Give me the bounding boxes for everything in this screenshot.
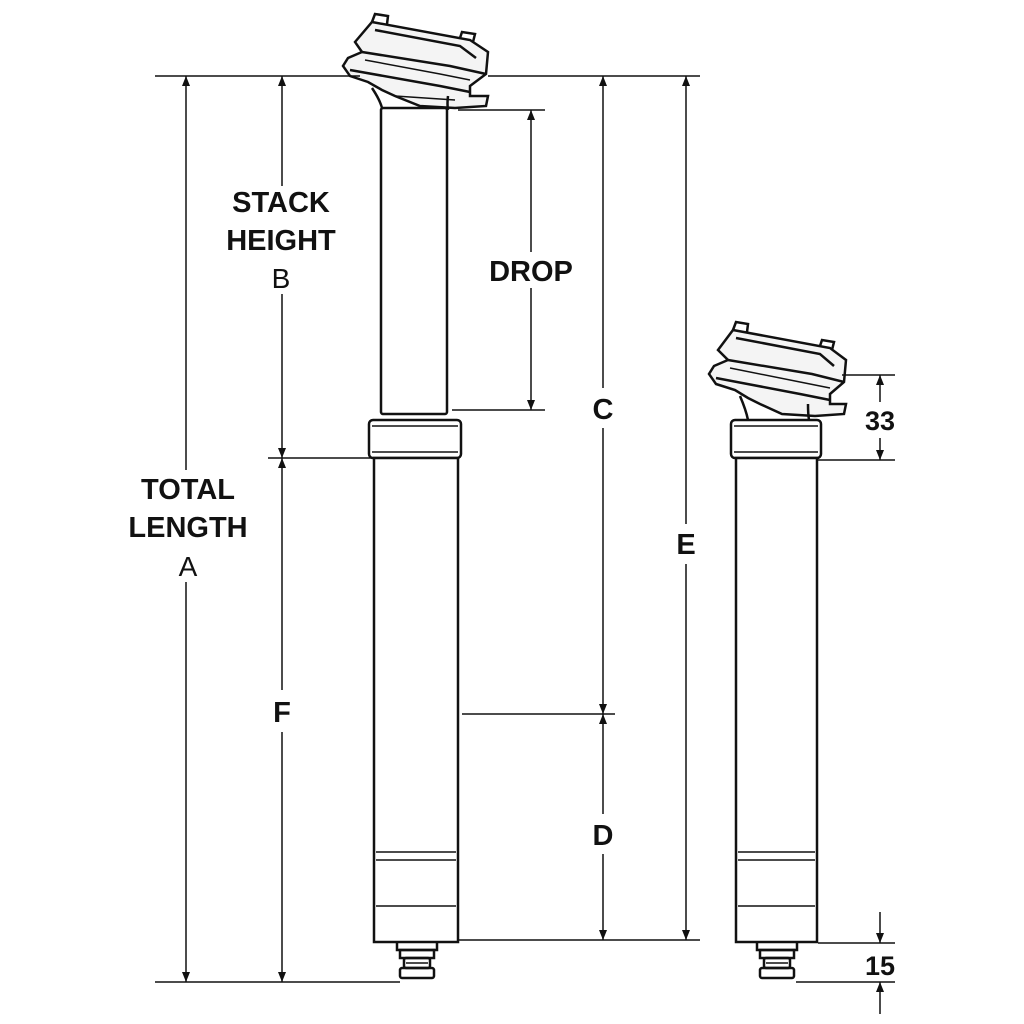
label-letter-b: B [272,263,291,294]
saddle-clamp-head-right [707,320,848,421]
label-drop: DROP [489,256,573,288]
label-d: D [593,820,614,852]
lower-tube-right [734,456,819,944]
upper-stanchion-left [379,106,449,416]
saddle-clamp-head-left [341,12,490,111]
dimension-lines [182,76,884,1014]
cable-actuator-left [395,942,439,980]
label-letter-a: A [179,551,198,582]
cable-actuator-right [755,942,799,980]
seatpost-extended [341,12,490,980]
label-f: F [273,697,291,729]
label-c: C [593,394,614,426]
label-dim-15: 15 [865,951,895,981]
label-stack: STACK [232,187,330,219]
label-height: HEIGHT [226,225,336,257]
lower-tube-left [372,456,460,944]
label-dim-33: 33 [865,406,895,436]
label-length: LENGTH [128,512,247,544]
seatpost-compressed [707,320,848,980]
label-total: TOTAL [141,474,235,506]
label-e: E [676,529,695,561]
